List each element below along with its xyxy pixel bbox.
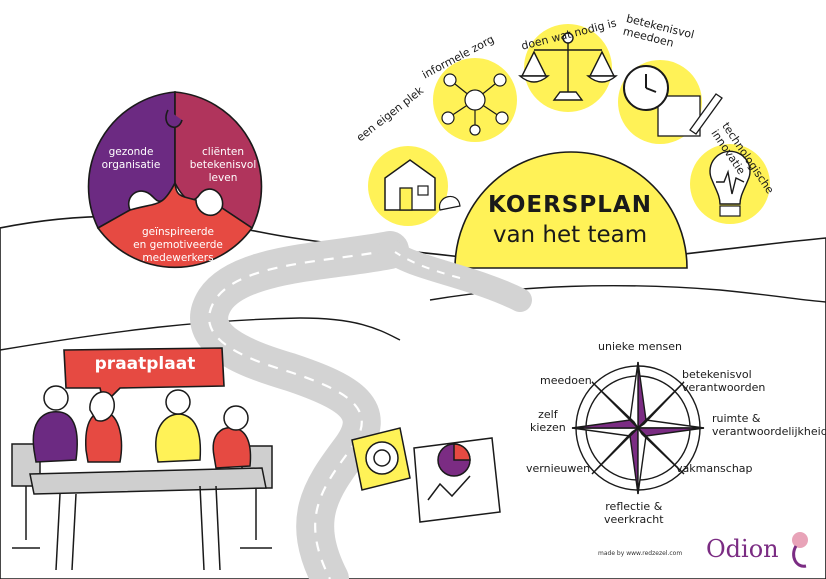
puzzle-knob [165,109,183,128]
compass-label-south-east: vakmanschap [676,462,753,475]
theme-scale [518,24,618,112]
theme-lightbulb [690,144,770,224]
koersplan-title-line2: van het team [492,222,648,248]
compass-label-west: zelf kiezen [530,408,566,434]
theme-clock [618,60,723,144]
puzzle-label-clienten: cliënten betekenisvol leven [189,146,257,184]
compass-label-south: reflectie & veerkracht [604,500,664,526]
puzzle-segment-organisatie [87,91,176,230]
compass-label-north-west: meedoen [540,374,592,387]
theme-network [433,58,517,142]
road-markings [208,248,391,579]
odion-logo-text: Odion [706,535,779,563]
sun [454,151,688,269]
compass-label-east: ruimte & verantwoordelijkheid [712,412,826,438]
compass-label-north-east: betekenisvol verantwoorden [682,368,766,394]
puzzle-label-organisatie: gezonde organisatie [101,146,161,171]
praatplaat-label: praatplaat [94,354,196,374]
puzzle-label-medewerkers: geïnspireerde en gemotiveerde medewerker… [133,226,223,264]
meeting-scene [11,385,273,571]
koersplan-title-line1: KOERSPLAN [488,192,652,218]
puzzle-segment-clienten [174,91,263,230]
koersplan-title: KOERSPLAN van het team [470,192,670,248]
camera-card [351,427,501,523]
road-far-markings [394,251,461,279]
puzzle-segment-medewerkers [96,180,254,269]
compass [571,361,705,495]
odion-logo-mark [792,532,808,568]
theme-house [368,146,461,226]
puzzle-circle [87,91,263,269]
compass-label-south-west: vernieuwen [526,462,591,475]
hill-line-left [0,317,401,351]
compass-label-north: unieke mensen [598,340,682,353]
credit-text: made by www.redzezel.com [598,550,683,557]
